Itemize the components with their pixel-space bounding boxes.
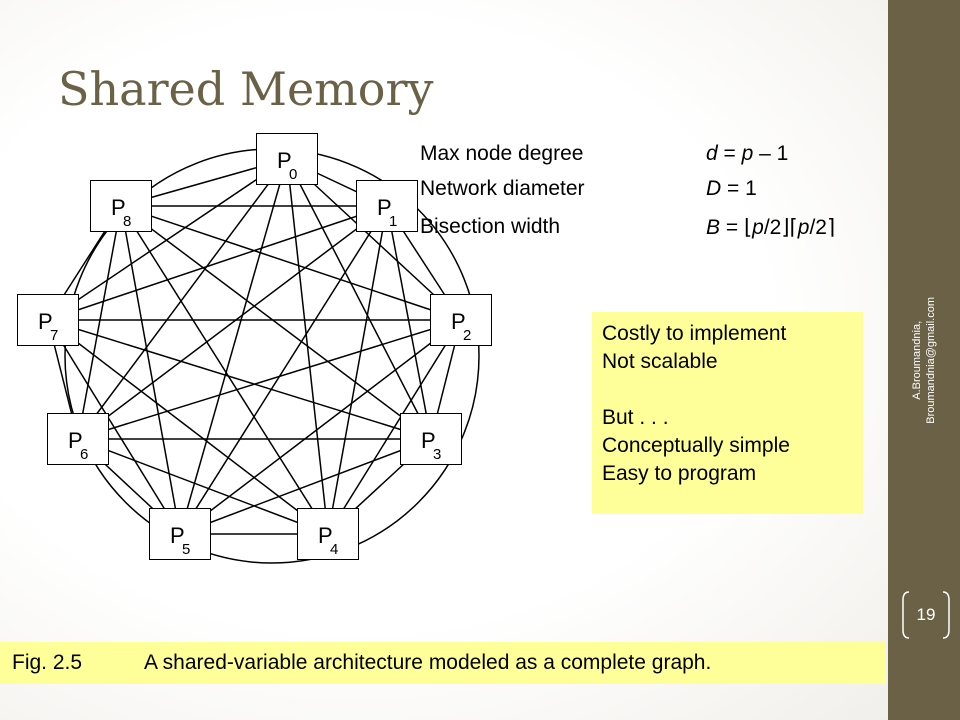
- node-index: 5: [182, 541, 191, 558]
- node-index: 0: [289, 166, 298, 183]
- metric-label: Bisection width: [420, 215, 561, 238]
- note-line: Costly to implement: [602, 322, 787, 345]
- figure-caption: Fig. 2.5 A shared-variable architecture m…: [0, 642, 886, 684]
- side-bar: [888, 0, 960, 720]
- node-index: 8: [123, 213, 132, 230]
- edge-p1-p3: [386, 205, 432, 440]
- node-letter: P: [451, 309, 466, 334]
- node-letter: P: [377, 195, 392, 220]
- node-index: 4: [330, 541, 339, 558]
- edge-p2-p8: [120, 205, 462, 321]
- edge-p0-p5: [179, 158, 288, 535]
- slide-title: Shared Memory: [58, 62, 434, 116]
- edge-p5-p8: [120, 205, 181, 535]
- author-credit: A.Broumandnia, Broumandnia@gmail.com: [898, 200, 950, 520]
- metric-label: Network diameter: [420, 177, 585, 200]
- figure-number: Fig. 2.5: [12, 651, 83, 674]
- metric-value: B = ⌊p/2⌋⌈p/2⌉: [706, 216, 836, 239]
- node-index: 6: [80, 446, 89, 463]
- page-number-text: 19: [916, 605, 936, 624]
- edge-p3-p8: [120, 205, 432, 440]
- edge-p6-p8: [77, 205, 122, 440]
- note-line: Not scalable: [602, 350, 718, 373]
- node-index: 2: [463, 327, 472, 344]
- page-number-brackets: [902, 591, 950, 639]
- note-line: Conceptually simple: [602, 434, 790, 457]
- node-letter: P: [318, 523, 333, 548]
- node-letter: P: [68, 428, 83, 453]
- edge-p3-p7: [47, 319, 432, 440]
- node-letter: P: [170, 523, 185, 548]
- node-letter: P: [111, 195, 126, 220]
- edge-p4-p6: [77, 438, 329, 535]
- node-index: 3: [433, 446, 442, 463]
- author-name: A.Broumandnia,: [911, 320, 923, 400]
- edge-p4-p8: [120, 205, 329, 535]
- edge-p3-p5: [179, 438, 432, 535]
- edge-p4-p7: [47, 319, 329, 535]
- edge-p2-p6: [77, 319, 462, 440]
- node-letter: P: [421, 428, 436, 453]
- edge-p1-p4: [327, 205, 388, 535]
- metric-value: D = 1: [706, 177, 757, 200]
- node-index: 7: [50, 327, 59, 344]
- node-letter: P: [38, 309, 53, 334]
- node-letter: P: [277, 148, 292, 173]
- node-index: 1: [389, 213, 398, 230]
- metric-label: Max node degree: [420, 142, 584, 165]
- page-number: 19: [901, 590, 951, 640]
- metric-value: d = p – 1: [706, 142, 789, 165]
- pros-cons-note: Costly to implement Not scalable But . .…: [592, 312, 863, 514]
- edge-p5-p7: [47, 319, 181, 535]
- note-line: [602, 376, 853, 404]
- note-line: Easy to program: [602, 462, 757, 485]
- edge-p1-p6: [77, 205, 388, 440]
- author-email: Broumandnia@gmail.com: [925, 296, 937, 424]
- note-line: But . . .: [602, 406, 669, 429]
- edge-p2-p5: [179, 319, 462, 535]
- edge-p1-p7: [47, 205, 388, 321]
- edge-p0-p2: [286, 158, 462, 321]
- caption-text: A shared-variable architecture modeled a…: [144, 651, 712, 674]
- edge-p0-p7: [47, 158, 288, 321]
- edge-p1-p5: [179, 205, 388, 535]
